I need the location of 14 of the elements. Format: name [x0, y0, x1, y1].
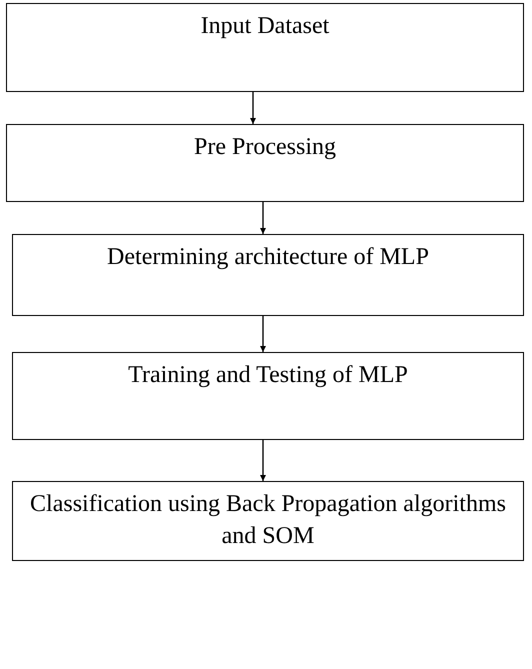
arrow [260, 440, 266, 481]
box-label: Training and Testing of MLP [127, 361, 409, 390]
process-box [6, 3, 524, 92]
arrow [250, 92, 256, 124]
process-box [12, 481, 524, 561]
process-box [6, 124, 524, 202]
box-label: Pre Processing [193, 133, 337, 162]
process-box [12, 352, 524, 440]
process-box [12, 234, 524, 316]
box-label: Classification using Back Propagation algorithms and SOM [29, 490, 507, 551]
arrow [260, 202, 266, 234]
box-label: Input Dataset [200, 12, 330, 41]
arrow [260, 316, 266, 352]
box-label: Determining architecture of MLP [106, 243, 430, 272]
